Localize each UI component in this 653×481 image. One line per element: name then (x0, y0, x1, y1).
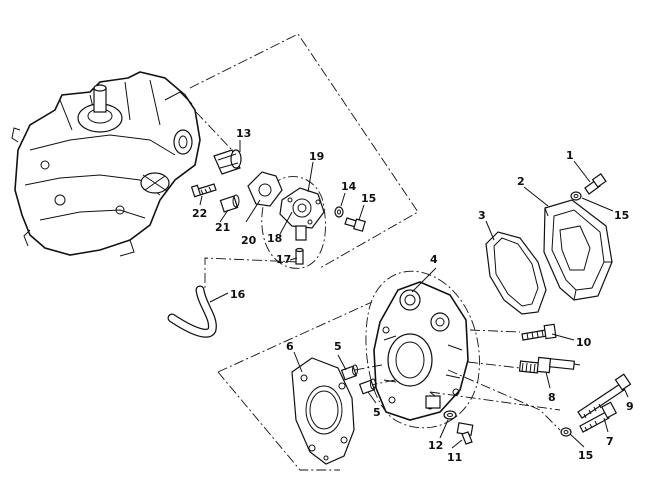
callout-14: 14 (341, 180, 357, 193)
part-2-head-cover (543, 199, 613, 301)
callout-labels: 1 2 3 4 5 5 6 7 8 9 10 11 12 13 14 15 15… (192, 127, 634, 464)
callout-5-upper: 5 (334, 340, 342, 353)
part-11-bolt (456, 422, 474, 445)
callout-19: 19 (309, 150, 324, 163)
callout-15-cover: 15 (614, 209, 629, 222)
part-17-nipple (295, 247, 304, 265)
callout-8: 8 (548, 391, 556, 404)
callout-3: 3 (478, 209, 486, 222)
part-16-hose (167, 285, 217, 338)
part-9-long-bolt (577, 373, 632, 419)
part-8-spark-plug (518, 356, 581, 374)
part-21-collar (219, 194, 240, 213)
part-15-washer-cover (570, 191, 582, 201)
callout-16: 16 (230, 288, 246, 301)
callout-4: 4 (430, 253, 438, 266)
engine-block (11, 71, 201, 257)
callout-15-upper: 15 (361, 192, 376, 205)
part-13-thermostat (213, 149, 242, 175)
part-22-bolt (190, 183, 217, 198)
part-19-cover (279, 187, 325, 241)
leader-lines (199, 140, 629, 449)
callout-18: 18 (267, 232, 282, 245)
callout-20: 20 (241, 234, 257, 247)
callout-22: 22 (192, 207, 207, 220)
part-1-bolt (584, 173, 607, 195)
callout-11: 11 (447, 451, 462, 464)
callout-6: 6 (286, 340, 294, 353)
part-14-washer (334, 206, 344, 218)
part-15-washer-lower (560, 427, 572, 437)
callout-10: 10 (576, 336, 592, 349)
part-5-dowel-lower (358, 378, 376, 395)
callout-12: 12 (428, 439, 443, 452)
callout-1: 1 (566, 149, 574, 162)
callout-7: 7 (606, 435, 614, 448)
part-6-head-gasket (291, 357, 355, 465)
callout-13: 13 (236, 127, 251, 140)
callout-9: 9 (626, 400, 634, 413)
callout-17: 17 (276, 253, 291, 266)
part-10-bolt (521, 323, 557, 341)
part-20-gasket (247, 171, 283, 207)
callout-21: 21 (215, 221, 230, 234)
part-4-cylinder-head (373, 281, 469, 421)
part-7-bolt (579, 401, 618, 433)
part-12-washer (443, 410, 457, 420)
callout-5-lower: 5 (373, 406, 381, 419)
part-15-bolt-upper (344, 217, 366, 232)
callout-15-lower: 15 (578, 449, 593, 462)
part-3-gasket (485, 231, 547, 315)
callout-2: 2 (517, 175, 525, 188)
